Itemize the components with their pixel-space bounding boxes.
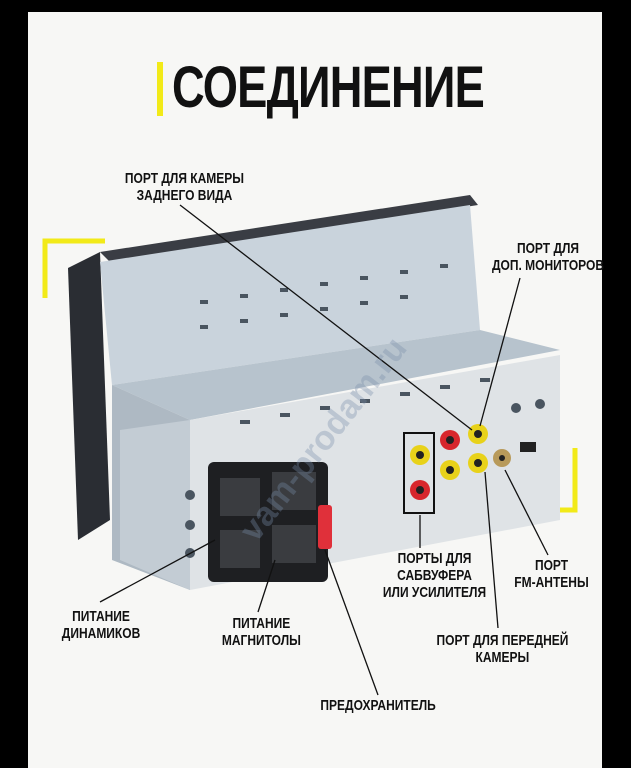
label-line: ПОРТ ДЛЯ ПЕРЕДНЕЙ: [436, 632, 569, 649]
corner-bracket-left: [42, 238, 105, 298]
label-fuse: ПРЕДОХРАНИТЕЛЬ: [320, 697, 436, 714]
label-line: САБВУФЕРА: [397, 567, 472, 584]
label-line: ПОРТ ДЛЯ: [516, 240, 580, 257]
label-line: ДОП. МОНИТОРОВ: [492, 257, 605, 274]
label-line: ПОРТЫ ДЛЯ: [397, 550, 472, 567]
label-line: FM-АНТЕНЫ: [514, 574, 589, 591]
title-accent-bar: [157, 62, 163, 116]
label-line: МАГНИТОЛЫ: [221, 632, 301, 649]
label-line: КАМЕРЫ: [475, 649, 530, 666]
label-line: ПОРТ: [534, 557, 569, 574]
label-line: ДИНАМИКОВ: [61, 625, 141, 642]
label-line: ПОРТ ДЛЯ КАМЕРЫ: [124, 170, 245, 187]
chassis-top: [100, 205, 480, 385]
label-line: ПИТАНИЕ: [72, 608, 130, 625]
fuse: [318, 505, 332, 549]
page-title: СОЕДИНЕНИЕ: [172, 55, 485, 120]
label-line: ИЛИ УСИЛИТЕЛЯ: [382, 584, 487, 601]
label-line: ПИТАНИЕ: [232, 615, 291, 632]
front-panel: [68, 252, 110, 540]
rca-ports: [410, 424, 536, 500]
label-line: ЗАДНЕГО ВИДА: [136, 187, 233, 204]
